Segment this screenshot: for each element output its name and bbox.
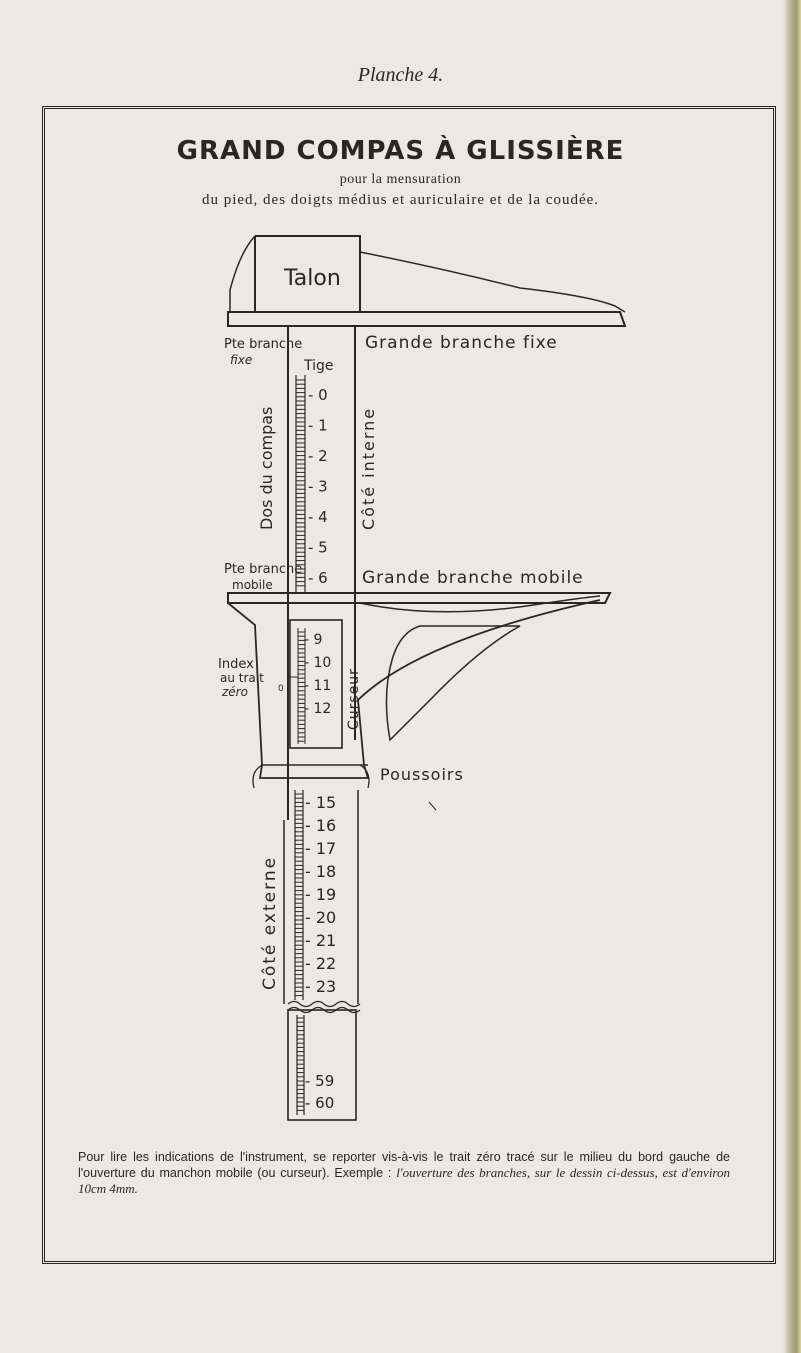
plate-frame: [42, 106, 776, 1264]
poussoir-bracket-right: [359, 764, 370, 789]
cursor-block: [227, 599, 601, 779]
label-poussoirs: Poussoirs: [380, 765, 464, 784]
mobile-jaw-taper: [359, 595, 601, 613]
scale-number-lower: - 17: [305, 839, 336, 858]
scale-number-window: - 11: [304, 678, 331, 694]
note-text: Pour lire les indications de l'instrumen…: [78, 1150, 730, 1180]
scale-number-window: - 9: [304, 632, 322, 648]
talon-curve: [229, 235, 256, 312]
label-grande-branche-fixe: Grande branche fixe: [365, 333, 558, 353]
plate-subtitle: pour la mensuration: [339, 172, 462, 187]
label-index-3: zéro: [221, 685, 248, 699]
label-cote-interne: Côté interne: [359, 407, 378, 530]
label-pte-branche-mobile-2: mobile: [232, 578, 273, 592]
poussoir-cutout: [385, 625, 521, 742]
scale-number-upper: - 3: [308, 478, 328, 496]
scale-number-upper: - 6: [308, 569, 328, 587]
scale-number-lower: - 23: [305, 977, 336, 996]
scale-number-lower: - 21: [305, 931, 336, 950]
scale-number-window: - 10: [304, 655, 331, 671]
label-index-1: Index: [218, 657, 254, 672]
scale-number-upper: - 2: [308, 447, 328, 465]
reading-note: Pour lire les indications de l'instrumen…: [78, 1150, 730, 1197]
fixed-jaw-taper: [359, 251, 626, 313]
label-index-2: au trait: [220, 671, 264, 685]
talon-left-edge: [228, 236, 256, 313]
scale-number-tail: - 60: [305, 1094, 334, 1112]
plate-heading: Planche 4.: [357, 64, 444, 86]
scale-number-lower: - 22: [305, 954, 336, 973]
scale-number-lower: - 15: [305, 793, 336, 812]
plate-subtitle-2: du pied, des doigts médius et auriculair…: [201, 192, 600, 208]
note-italic: l'ouverture des branches, sur le dessin …: [396, 1165, 731, 1180]
label-grande-branche-mobile: Grande branche mobile: [362, 568, 584, 588]
note-value: 10cm 4mm.: [78, 1181, 138, 1196]
break-line-bottom: [287, 1006, 361, 1014]
scale-numbers: - 0 - 1 - 2 - 3 - 4 - 5 - 6 - 9 - 10 - 11 - 12 - 15…: [304, 386, 336, 1112]
cursor-window: [289, 619, 343, 749]
scale-number-upper: - 5: [308, 539, 328, 557]
label-cote-externe: Côté externe: [260, 856, 280, 990]
scale-number-tail: - 59: [305, 1072, 334, 1090]
scale-number-upper: - 4: [308, 508, 328, 526]
ruler-ticks: [295, 379, 305, 1111]
mobile-jaw-bar: [227, 592, 612, 604]
scale-number-upper: - 1: [308, 417, 328, 435]
scale-number-lower: - 19: [305, 885, 336, 904]
poussoir-bracket-left: [252, 764, 263, 789]
tail-block: [287, 1009, 357, 1121]
label-dos-du-compas: Dos du compas: [257, 407, 276, 530]
label-talon: Talon: [283, 266, 341, 291]
scale-number-lower: - 20: [305, 908, 336, 927]
scale-number-window: - 12: [304, 701, 331, 717]
poussoir-arrow: [428, 801, 437, 811]
talon-box: [255, 235, 361, 312]
label-tige: Tige: [303, 358, 334, 374]
plate-title: GRAND COMPAS À GLISSIÈRE: [176, 136, 625, 166]
page-edge-shadow: [783, 0, 801, 1353]
break-line-top: [287, 1000, 361, 1008]
scale-number-lower: - 16: [305, 816, 336, 835]
label-pte-branche-fixe-1: Pte branche: [224, 337, 302, 352]
label-pte-branche-fixe-2: fixe: [230, 353, 252, 367]
scale-number-upper: - 0: [308, 386, 328, 404]
label-pte-branche-mobile-1: Pte branche: [224, 562, 302, 577]
scale-number-lower: - 18: [305, 862, 336, 881]
fixed-jaw-bar: [227, 311, 627, 327]
label-index-zero-mark: 0: [278, 684, 284, 694]
label-curseur: Curseur: [346, 668, 362, 730]
